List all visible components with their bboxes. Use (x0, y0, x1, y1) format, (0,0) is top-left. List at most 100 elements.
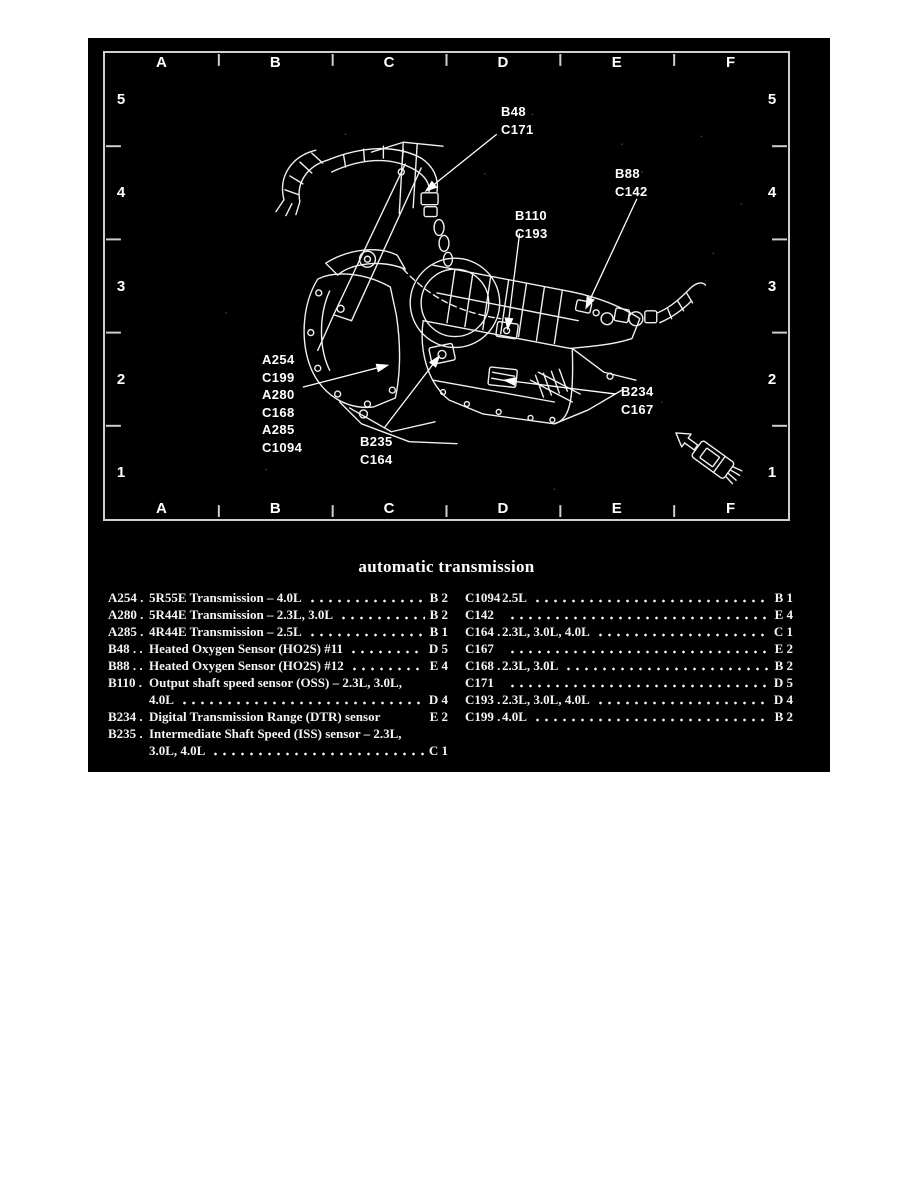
grid-row-number: 5 (767, 91, 777, 109)
grid-ref: E 2 (429, 709, 448, 724)
component-desc: 2.3L, 3.0L, 4.0L (502, 692, 590, 707)
leader-dots (339, 611, 425, 622)
legend-entry: B48 . . Heated Oxygen Sensor (HO2S) #11 D … (108, 640, 448, 657)
callout-line: C142 (615, 183, 648, 199)
callout-line: C168 (262, 404, 295, 420)
grid-column-letter: D (497, 500, 510, 517)
callout-b234-c167: B234 C167 (621, 383, 654, 418)
grid-column-letter: A (155, 500, 168, 517)
leader-dots (595, 696, 769, 707)
grid-row-number: 3 (116, 277, 126, 295)
grid-column-letter: E (611, 54, 623, 71)
callout-b110-c193: B110 C193 (515, 207, 548, 242)
component-code: A285 . (108, 624, 144, 639)
callout-line: C1094 (262, 439, 303, 455)
legend-title: automatic transmission (358, 557, 535, 576)
grid-column-letter: C (383, 500, 396, 517)
grid-row-numbers-left: 5 4 3 2 1 (112, 53, 130, 519)
legend-entry: C164 .2.3L, 3.0L, 4.0L C 1 (465, 623, 793, 640)
leader-dots (179, 696, 424, 707)
grid-ref: C 1 (773, 624, 793, 639)
front-direction-connector-icon (675, 432, 743, 485)
component-desc: 2.3L, 3.0L, 4.0L (502, 624, 590, 639)
component-code: B88 . . (108, 658, 143, 673)
grid-column-letter: D (497, 54, 510, 71)
grid-column-letter: B (269, 54, 282, 71)
grid-ref: B 2 (774, 658, 793, 673)
callout-line: B110 (515, 208, 547, 223)
leader-dots (508, 679, 769, 690)
component-desc: 4.0L (149, 692, 174, 707)
grid-row-number: 2 (767, 370, 777, 388)
callout-line: C171 (501, 121, 534, 137)
component-code: C171 (465, 675, 494, 690)
component-desc: 2.3L, 3.0L (502, 658, 559, 673)
leader-dots (307, 594, 425, 605)
leader-dots (508, 645, 770, 656)
component-desc: 4.0L (502, 709, 527, 724)
component-code: B234 . (108, 709, 143, 724)
grid-row-number: 3 (767, 277, 777, 295)
component-code: C164 . (465, 624, 501, 639)
grid-ref: B 2 (429, 607, 448, 622)
grid-column-letter: A (155, 54, 168, 71)
component-desc: Intermediate Shaft Speed (ISS) sensor – … (149, 726, 402, 741)
callout-line: C167 (621, 401, 654, 417)
scan-noise (225, 113, 743, 491)
grid-ref: E 4 (774, 607, 793, 622)
callout-line: B48 (501, 104, 527, 119)
transmission-diagram-svg (105, 53, 788, 518)
location-grid: A B C D E F A B C D E F 5 4 3 2 1 (103, 51, 790, 521)
legend-entry: A280 . 5R44E Transmission – 2.3L, 3.0L B 2 (108, 606, 448, 623)
legend-entry: C167 E 2 (465, 640, 793, 657)
leader-dots (595, 628, 769, 639)
leader-dots (349, 645, 424, 656)
grid-ref: B 1 (774, 590, 793, 605)
legend-entry: B234 . Digital Transmission Range (DTR) s… (108, 708, 448, 725)
leader-dots (532, 594, 770, 605)
grid-column-letters-bottom: A B C D E F (105, 500, 788, 518)
grid-row-number: 2 (116, 370, 126, 388)
grid-ref: B 2 (429, 590, 448, 605)
legend-entry: C168 .2.3L, 3.0L B 2 (465, 657, 793, 674)
grid-ref: B 1 (429, 624, 448, 639)
component-desc: Digital Transmission Range (DTR) sensor (149, 709, 381, 724)
grid-row-number: 5 (116, 91, 126, 109)
leader-dots (307, 628, 425, 639)
grid-row-numbers-right: 5 4 3 2 1 (763, 53, 781, 519)
callout-line: C164 (360, 451, 393, 467)
component-code: C167 (465, 641, 494, 656)
leader-dots (508, 611, 770, 622)
component-code: C193 . (465, 692, 501, 707)
callout-b235-c164: B235 C164 (360, 433, 393, 468)
component-code: B48 . . (108, 641, 143, 656)
callout-line: B88 (615, 166, 641, 181)
component-code: B235 . (108, 726, 143, 741)
leader-dots (532, 713, 770, 724)
component-code: A280 . (108, 607, 144, 622)
component-desc: 2.5L (502, 590, 527, 605)
callout-b48-c171: B48 C171 (501, 103, 534, 138)
component-desc: Heated Oxygen Sensor (HO2S) #11 (149, 641, 344, 656)
component-desc: Output shaft speed sensor (OSS) – 2.3L, … (149, 675, 402, 690)
callout-leader-lines (302, 133, 638, 429)
legend-entry: B110 .Output shaft speed sensor (OSS) – … (108, 674, 448, 708)
callout-line: B235 (360, 434, 393, 449)
component-location-figure: A B C D E F A B C D E F 5 4 3 2 1 (88, 38, 830, 772)
leader-dots (564, 662, 770, 673)
grid-column-letter: C (383, 54, 396, 71)
component-code: C168 . (465, 658, 501, 673)
grid-ref: D 5 (428, 641, 448, 656)
grid-row-number: 4 (767, 184, 777, 202)
component-desc: 4R44E Transmission – 2.5L (149, 624, 302, 639)
legend-entry: A285 . 4R44E Transmission – 2.5L B 1 (108, 623, 448, 640)
grid-ref: E 2 (774, 641, 793, 656)
component-desc: 5R44E Transmission – 2.3L, 3.0L (149, 607, 334, 622)
